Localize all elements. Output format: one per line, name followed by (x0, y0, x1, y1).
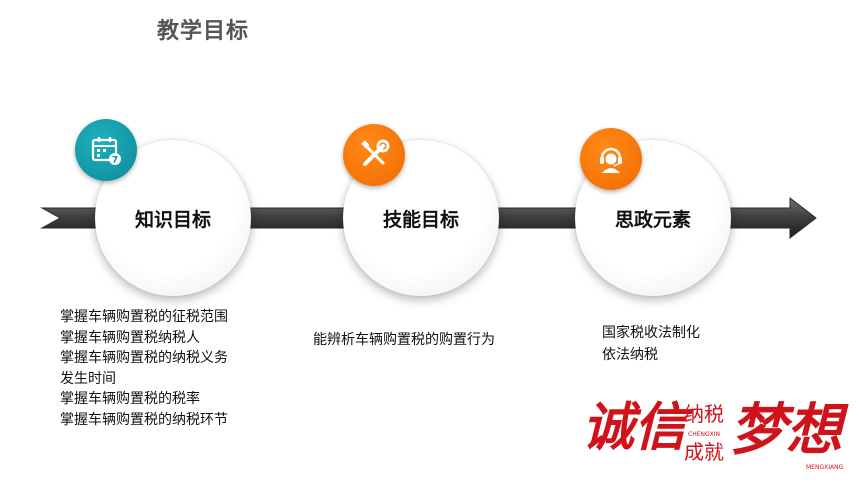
calendar-icon: 7 (91, 137, 121, 166)
goal-label-knowledge: 知识目标 (134, 208, 211, 231)
desc-line: 发生时间 (60, 370, 116, 387)
desc-line: 依法纳税 (602, 347, 658, 363)
desc-line: 掌握车辆购置税的纳税环节 (60, 411, 228, 428)
slide-title: 教学目标 (157, 19, 250, 44)
desc-line: 掌握车辆购置税纳税人 (60, 329, 200, 346)
headset-agent-icon (600, 147, 622, 173)
integrity-dream-banner: 诚信 纳税 CHENGXIN 成就 梦想 MENGXIANG (582, 397, 849, 471)
desc-line: 掌握车辆购置税的征税范围 (60, 309, 228, 325)
goal-desc-ideology: 国家税收法制化 依法纳税 (602, 322, 700, 366)
banner-text-small-bottom: 成就 (684, 440, 724, 464)
banner-text-small-top: 纳税 (684, 402, 724, 426)
desc-line: 掌握车辆购置税的税率 (60, 391, 200, 407)
svg-text:7: 7 (112, 156, 118, 166)
desc-line: 能辨析车辆购置税的购置行为 (313, 332, 495, 348)
badge-knowledge: 7 (75, 119, 137, 181)
goal-label-skill: 技能目标 (382, 208, 459, 231)
desc-line: 国家税收法制化 (602, 325, 700, 341)
tools-icon (361, 139, 390, 166)
badge-skill (343, 124, 405, 186)
banner-text-left: 诚信 (582, 397, 694, 458)
goal-desc-skill: 能辨析车辆购置税的购置行为 (313, 330, 495, 351)
badge-ideology (580, 128, 642, 190)
desc-line: 掌握车辆购置税的纳税义务 (60, 350, 228, 366)
banner-pinyin-left: CHENGXIN (688, 431, 720, 438)
goal-label-ideology: 思政元素 (614, 208, 691, 231)
banner-text-right: 梦想 (730, 397, 849, 463)
goal-desc-knowledge: 掌握车辆购置税的征税范围 掌握车辆购置税纳税人 掌握车辆购置税的纳税义务 发生时… (60, 307, 228, 430)
banner-pinyin-right: MENGXIANG (806, 464, 844, 471)
